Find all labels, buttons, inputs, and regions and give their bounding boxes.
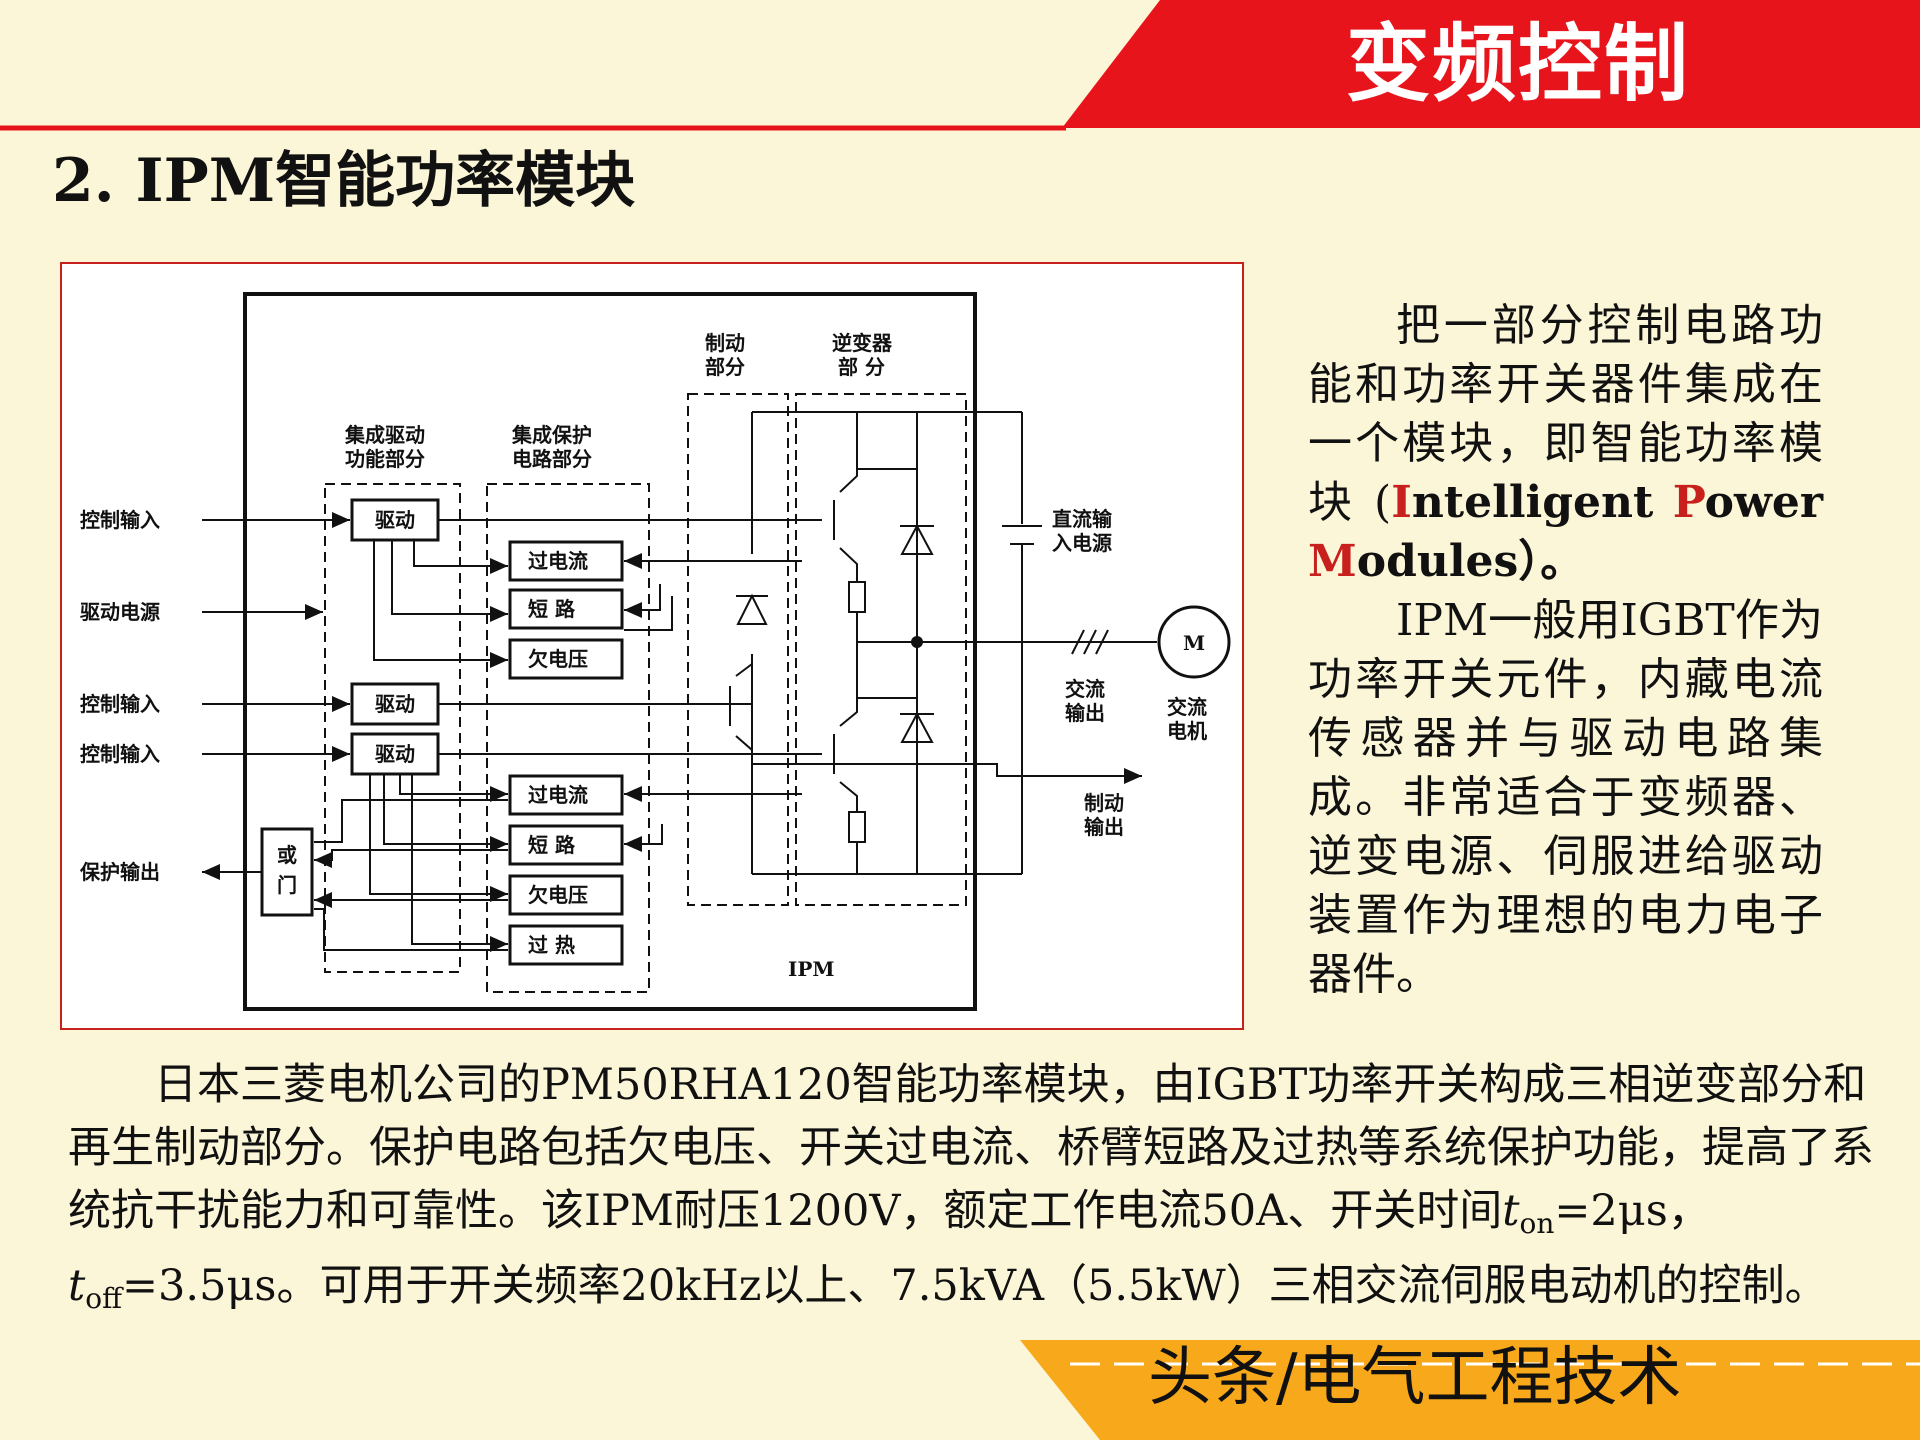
label-drive-1: 驱动 — [375, 508, 415, 532]
svg-text:电机: 电机 — [1167, 719, 1207, 743]
svg-text:入电源: 入电源 — [1052, 531, 1112, 555]
undervoltage-block-1 — [508, 638, 624, 680]
label-protect-part: 集成保护 — [511, 423, 592, 447]
header-banner — [0, 0, 1920, 131]
header-title: 变频控制 — [1345, 15, 1690, 113]
ipm-diagram-frame: 制动 部分 逆变器 部 分 集成驱动 功能部分 集成保护 电路部分 控制输入 驱… — [60, 262, 1244, 1030]
label-overcurrent-2: 过电流 — [528, 783, 588, 807]
svg-text:电路部分: 电路部分 — [512, 447, 592, 471]
label-brake-output: 制动 — [1084, 791, 1124, 815]
side-paragraph-2: IPM一般用IGBT作为功率开关元件，内藏电流传感器并与驱动电路集成。非常适合于… — [1308, 595, 1823, 1000]
label-or-gate: 或 — [277, 843, 297, 867]
ipm-block-diagram: 制动 部分 逆变器 部 分 集成驱动 功能部分 集成保护 电路部分 控制输入 驱… — [79, 292, 1231, 1011]
overheat-block — [508, 924, 624, 966]
label-drive-power: 驱动电源 — [80, 600, 160, 624]
short-block-1 — [508, 588, 624, 630]
side-description: 把一部分控制电路功能和功率开关器件集成在一个模块，即智能功率模块 (Intell… — [1308, 296, 1823, 1004]
footer-banner — [1020, 1340, 1920, 1440]
label-overcurrent-1: 过电流 — [528, 549, 588, 573]
label-ac-output: 交流 — [1065, 677, 1105, 701]
label-short-2: 短 路 — [528, 833, 576, 857]
or-gate-block — [260, 827, 314, 917]
overcurrent-block-1 — [508, 540, 624, 582]
footer-watermark-text: 头条/电气工程技术 — [1148, 1341, 1682, 1415]
label-brake-part: 制动 — [705, 331, 745, 355]
label-dc-input: 直流输 — [1052, 507, 1113, 531]
label-drive-part: 集成驱动 — [344, 423, 425, 447]
section-title: 2. IPM智能功率模块 — [52, 146, 636, 216]
label-inverter-part: 逆变器 — [832, 331, 893, 355]
label-ac-motor: 交流 — [1167, 695, 1207, 719]
svg-text:门: 门 — [277, 873, 297, 897]
short-block-2 — [508, 824, 624, 866]
svg-text:部 分: 部 分 — [838, 355, 885, 379]
label-drive-3: 驱动 — [375, 742, 415, 766]
brake-part-box — [687, 393, 789, 906]
drive-part-box — [324, 483, 461, 973]
svg-text:输出: 输出 — [1084, 815, 1124, 839]
label-undervoltage-1: 欠电压 — [528, 647, 588, 671]
svg-text:功能部分: 功能部分 — [345, 447, 425, 471]
label-control-input-2: 控制输入 — [80, 692, 160, 716]
label-overheat: 过 热 — [528, 933, 575, 957]
undervoltage-block-2 — [508, 874, 624, 916]
label-ipm: IPM — [788, 957, 835, 981]
label-control-input-1: 控制输入 — [80, 508, 160, 532]
body-paragraph: 日本三菱电机公司的PM50RHA120智能功率模块，由IGBT功率开关构成三相逆… — [68, 1060, 1874, 1315]
label-motor-m: M — [1183, 631, 1205, 655]
protect-part-box — [486, 483, 650, 993]
overcurrent-block-2 — [508, 774, 624, 816]
label-undervoltage-2: 欠电压 — [528, 883, 588, 907]
label-short-1: 短 路 — [528, 597, 576, 621]
label-control-input-3: 控制输入 — [80, 742, 160, 766]
label-drive-2: 驱动 — [375, 692, 415, 716]
label-protect-output: 保护输出 — [79, 860, 160, 884]
svg-text:输出: 输出 — [1065, 701, 1105, 725]
motor-symbol — [1157, 605, 1231, 679]
side-paragraph-1: 把一部分控制电路功能和功率开关器件集成在一个模块，即智能功率模块 (Intell… — [1308, 300, 1823, 587]
ipm-outline — [243, 292, 977, 1011]
svg-text:部分: 部分 — [705, 355, 745, 379]
inverter-part-box — [795, 393, 967, 906]
